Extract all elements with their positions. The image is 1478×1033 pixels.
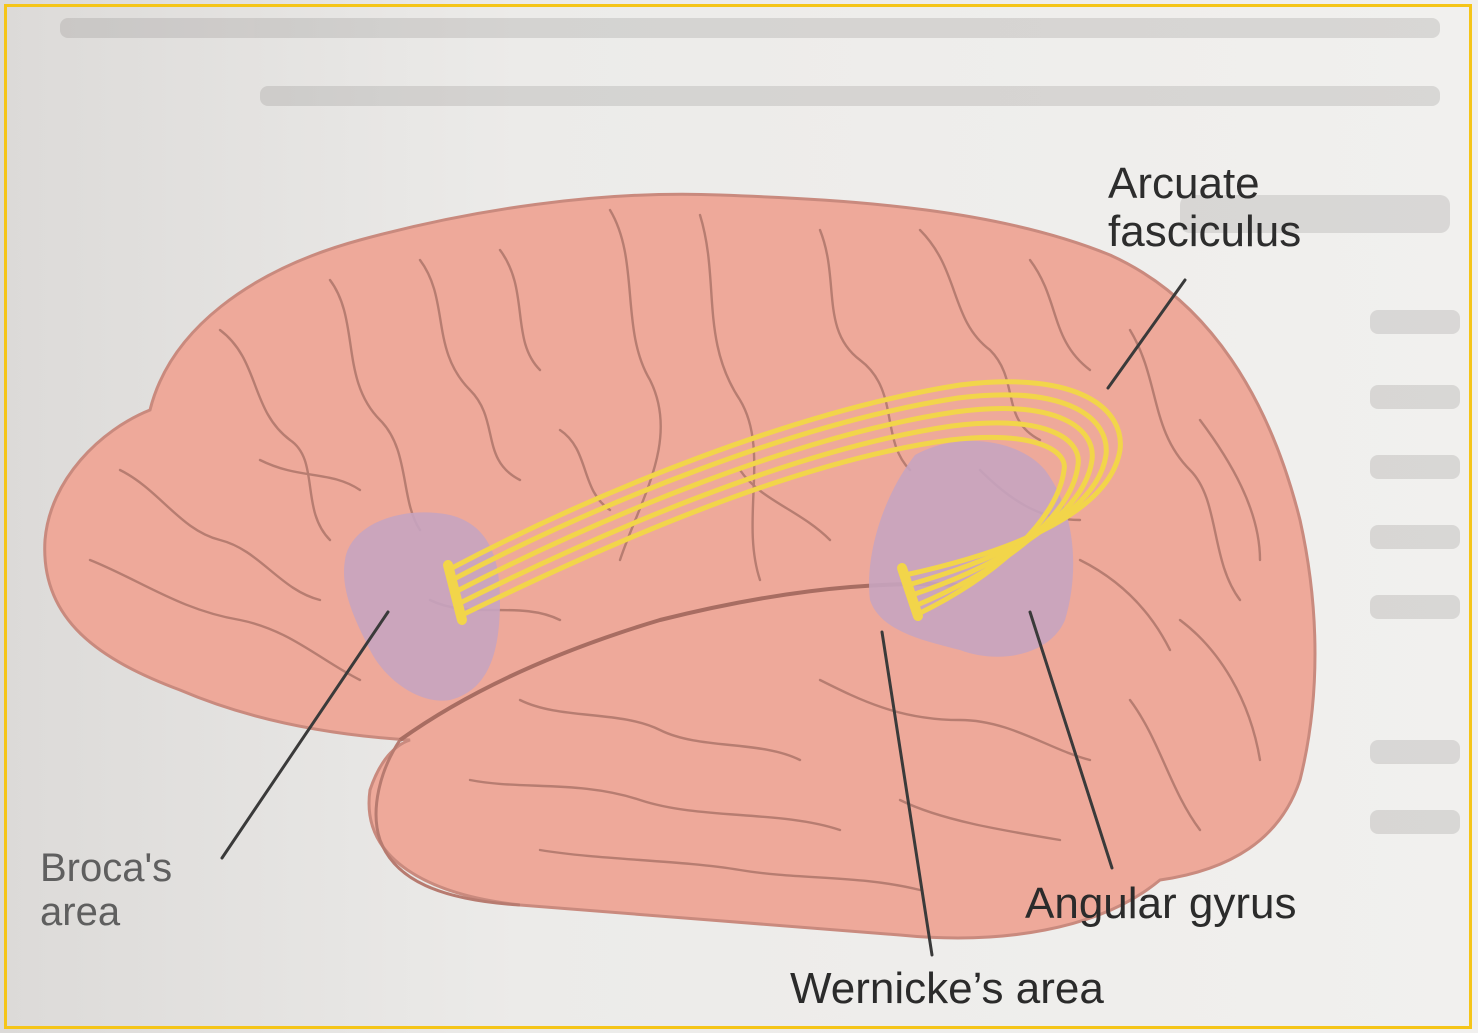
label-angular-gyrus: Angular gyrus xyxy=(1025,880,1296,928)
label-arcuate-line2: fasciculus xyxy=(1108,208,1301,256)
label-broca-line1: Broca's xyxy=(40,846,172,890)
label-brocas-area: Broca's area xyxy=(40,846,172,934)
label-broca-line2: area xyxy=(40,890,172,934)
brain-outline xyxy=(45,194,1315,938)
label-arcuate-line1: Arcuate xyxy=(1108,160,1301,208)
label-arcuate-fasciculus: Arcuate fasciculus xyxy=(1108,160,1301,257)
label-wernickes-area: Wernicke’s area xyxy=(790,965,1104,1013)
